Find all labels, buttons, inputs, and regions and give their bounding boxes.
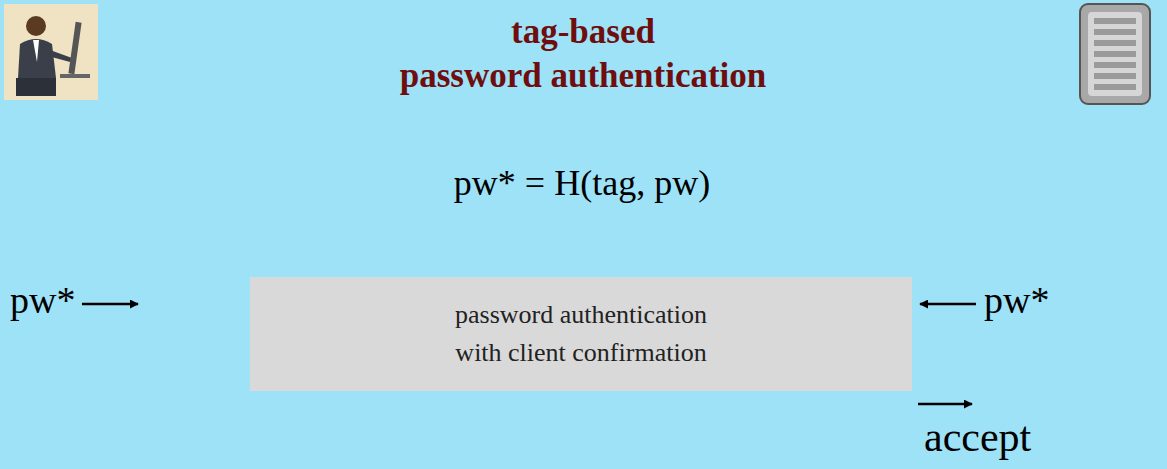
output-label: accept [924, 412, 1031, 462]
server-slot [1094, 29, 1136, 35]
process-box: password authentication with client conf… [250, 277, 912, 391]
server-slot [1094, 84, 1136, 90]
formula-text: pw* = H(tag, pw) [454, 162, 710, 205]
input-arrow [920, 303, 976, 306]
server-slot [1094, 51, 1136, 57]
user-icon [4, 4, 98, 100]
diagram-title: tag-based password authentication [283, 10, 883, 98]
box-text: password authentication with client conf… [431, 296, 731, 372]
input-label: pw* [10, 278, 75, 324]
server-slot [1094, 62, 1136, 68]
output-arrow [918, 403, 972, 406]
input-arrow [82, 303, 138, 306]
input-label: pw* [984, 278, 1049, 324]
server-slot [1094, 18, 1136, 24]
server-slot [1094, 73, 1136, 79]
server-slot [1094, 40, 1136, 46]
server-icon [1080, 4, 1150, 104]
